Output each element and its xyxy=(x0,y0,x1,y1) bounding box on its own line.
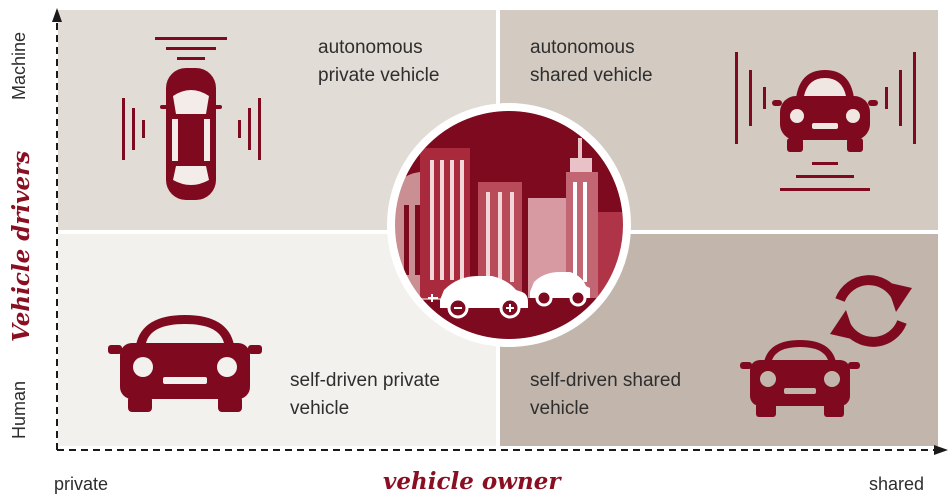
refresh-arrow-head-top xyxy=(886,282,912,312)
y-axis-arrow xyxy=(52,8,62,22)
label-autonomous-private: autonomous private vehicle xyxy=(318,37,440,86)
x-axis-arrow xyxy=(934,445,948,455)
label-autonomous-shared: autonomous shared vehicle xyxy=(530,37,653,86)
car-front-share-icon xyxy=(740,340,860,417)
electric-car-icon xyxy=(428,272,590,319)
x-axis-min-label: private xyxy=(54,474,109,494)
y-axis-max-label: Machine xyxy=(9,31,29,101)
refresh-arrow-head-bottom xyxy=(830,310,856,340)
y-axis-min-label: Human xyxy=(9,380,29,440)
car-front-icon xyxy=(108,315,262,412)
y-axis-title: Vehicle drivers xyxy=(8,150,35,342)
car-front-sensor-icon xyxy=(735,52,916,191)
x-axis-max-label: shared xyxy=(869,474,925,494)
axes xyxy=(56,22,935,451)
label-self-driven-shared: self-driven shared vehicle xyxy=(530,370,682,419)
x-axis-title: vehicle owner xyxy=(383,468,561,495)
label-self-driven-private: self-driven private vehicle xyxy=(290,370,440,419)
car-top-view-icon xyxy=(122,37,261,200)
